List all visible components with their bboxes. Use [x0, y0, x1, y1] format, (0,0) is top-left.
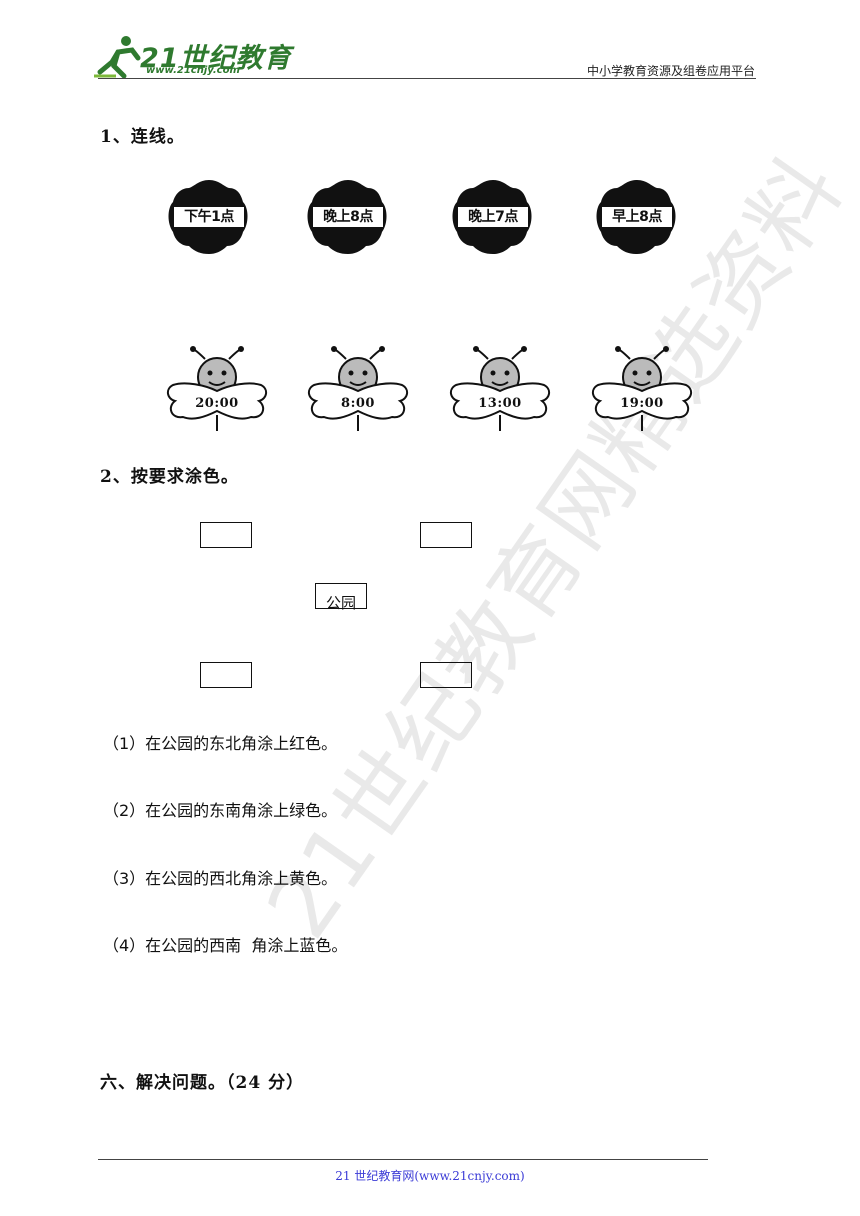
- color-box-southeast[interactable]: [420, 662, 472, 688]
- bee-label: 8:00: [341, 396, 375, 411]
- runner-logo-icon: [94, 36, 141, 79]
- bee-icon: [167, 346, 267, 431]
- flower-time-card: 晚上7点: [451, 178, 535, 256]
- bee-time-card: 13:00: [448, 345, 552, 437]
- question-2-heading: 2、按要求涂色。: [100, 467, 239, 487]
- bee-label: 19:00: [620, 396, 664, 411]
- logo-text: 21世纪教育: [140, 43, 292, 74]
- bee-label: 20:00: [195, 396, 239, 411]
- bee-label: 13:00: [478, 396, 522, 411]
- bee-icon: [308, 346, 408, 431]
- instruction-item: （1）在公园的东北角涂上红色。: [103, 734, 338, 753]
- bee-icon: [592, 346, 692, 431]
- footer-divider: [98, 1159, 708, 1160]
- bee-icon: [450, 346, 550, 431]
- instruction-item: （2）在公园的东南角涂上绿色。: [103, 801, 338, 820]
- header-divider: [98, 78, 756, 79]
- flower-label: 晚上8点: [312, 206, 384, 228]
- bee-time-card: 8:00: [306, 345, 410, 437]
- instruction-item: （3）在公园的西北角涂上黄色。: [103, 869, 338, 888]
- color-box-northeast[interactable]: [420, 522, 472, 548]
- bee-time-card: 19:00: [590, 345, 694, 437]
- question-1-heading: 1、连线。: [100, 127, 185, 147]
- color-box-southwest[interactable]: [200, 662, 252, 688]
- color-box-northwest[interactable]: [200, 522, 252, 548]
- flower-time-card: 晚上8点: [306, 178, 390, 256]
- flower-label: 下午1点: [173, 206, 245, 228]
- flower-label: 早上8点: [601, 206, 673, 228]
- site-logo: [92, 32, 262, 80]
- flower-label: 晚上7点: [457, 206, 529, 228]
- flower-time-card: 下午1点: [167, 178, 251, 256]
- flower-time-card: 早上8点: [595, 178, 679, 256]
- bee-time-card: 20:00: [165, 345, 269, 437]
- logo-url: www.21cnjy.com: [146, 65, 240, 76]
- header-platform-text: 中小学教育资源及组卷应用平台: [586, 64, 755, 78]
- section-6-heading: 六、解决问题。（24 分）: [100, 1073, 305, 1093]
- footer-link[interactable]: 21 世纪教育网(www.21cnjy.com): [335, 1169, 525, 1183]
- park-box: 公园: [315, 583, 367, 612]
- instruction-item: （4）在公园的西南 角涂上蓝色。: [103, 936, 348, 955]
